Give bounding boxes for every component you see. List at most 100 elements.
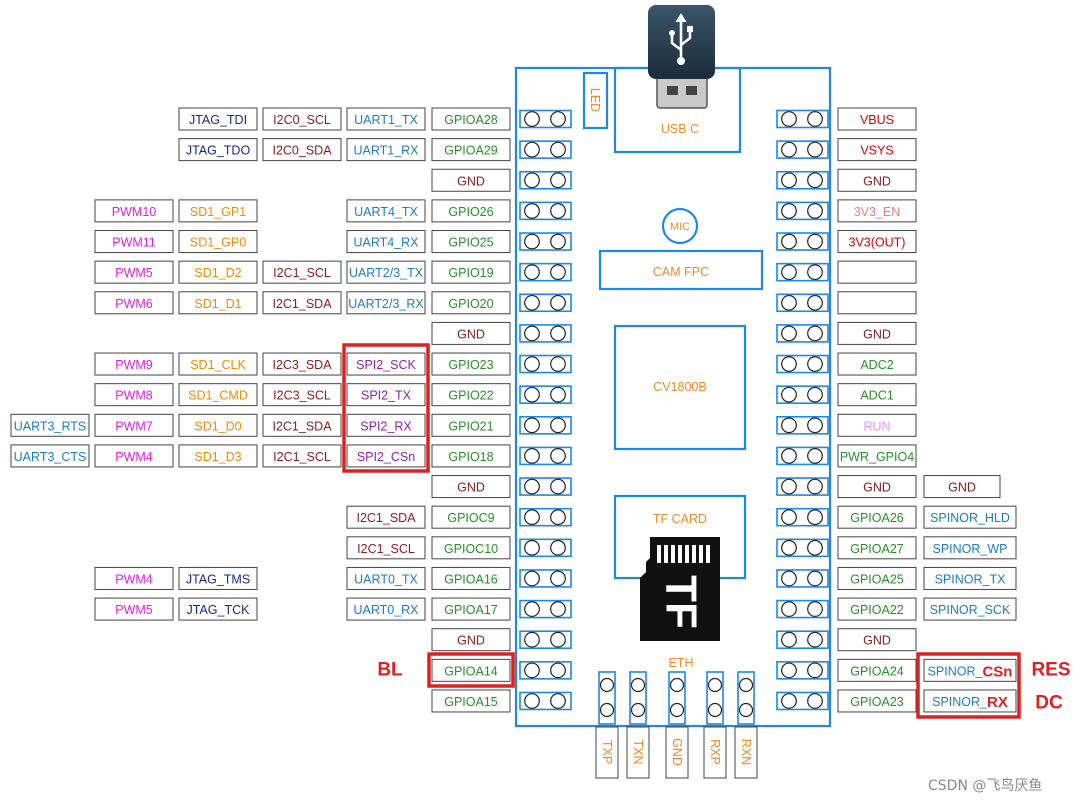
left-header-pin-pair [519, 507, 572, 527]
pin-label-box [262, 444, 342, 468]
pin-hole [550, 264, 566, 281]
pin-label-text: GPIOA25 [850, 572, 904, 586]
pin-pair-outline [519, 262, 572, 282]
eth-pin-rxn: RXN [734, 671, 758, 779]
pin-label-text: SD1_GP1 [190, 205, 246, 219]
pin-label-text: GPIO26 [448, 205, 493, 219]
left-pin-row: GPIOA14 [431, 658, 572, 682]
pin-hole [599, 702, 615, 718]
right-header-pin-pair [776, 661, 829, 680]
pin-label-box [262, 383, 342, 407]
pin-label-gpioa16: GPIOA16 [431, 566, 511, 590]
pin-label-box [431, 475, 511, 499]
pin-pair-outline [776, 477, 829, 496]
pin-label-gnd: GND [431, 628, 511, 652]
pin-hole [524, 662, 540, 679]
pin-pair-outline [776, 170, 829, 190]
pin-label-uart1-rx: UART1_RX [346, 138, 426, 162]
pin-hole [781, 570, 797, 587]
pin-label-box [178, 230, 258, 254]
pin-label-box [431, 689, 511, 713]
left-header-pin-pair [519, 415, 572, 435]
pin-label-jtag-tdi: JTAG_TDI [178, 107, 258, 131]
pin-hole [550, 356, 566, 372]
pin-label-box [94, 383, 174, 407]
pin-label-gnd: GND [431, 475, 511, 499]
right-header-pin-pair [776, 477, 829, 496]
pin-hole [781, 693, 797, 709]
pin-hole [807, 601, 823, 617]
pin-label-pwm7: PWM7 [94, 413, 174, 437]
pin-label-gpio20: GPIO20 [431, 291, 511, 315]
pin-label-text: PWM4 [115, 572, 153, 586]
right-header-pin-pair [776, 293, 829, 313]
pin-label-gpioa27: GPIOA27 [837, 536, 917, 560]
pin-label-gnd: GND [837, 475, 917, 499]
pin-hole [550, 417, 566, 434]
right-pin-row: GND [776, 628, 917, 652]
pin-label-gpioa28: GPIOA28 [431, 107, 511, 131]
left-header-pin-pair [519, 477, 572, 496]
pin-label-text: UART4_RX [353, 236, 419, 250]
pin-label-box [94, 230, 174, 254]
pin-hole [807, 325, 823, 342]
pin-label-text: UART2/3_TX [349, 266, 424, 280]
pin-label-sd1-d3: SD1_D3 [178, 444, 258, 468]
pin-label-gnd: GND [837, 168, 917, 192]
pin-label-box [837, 383, 917, 407]
pin-label-text: I2C1_SCL [273, 450, 331, 464]
left-header-pin-pair [519, 201, 572, 221]
tf-card-label: TF CARD [653, 512, 707, 526]
pin-label-box [346, 597, 426, 621]
pin-label-sd1-d2: SD1_D2 [178, 260, 258, 284]
pin-label-box [923, 566, 1017, 590]
pin-hole [550, 202, 566, 219]
left-pin-row: GND [431, 628, 572, 652]
pin-hole [550, 570, 566, 587]
pin-label-pwm5: PWM5 [94, 597, 174, 621]
pin-hole [807, 631, 823, 648]
pin-hole [550, 601, 566, 617]
pin-label-sd1-d0: SD1_D0 [178, 413, 258, 437]
pin-label-pwm5: PWM5 [94, 260, 174, 284]
pin-label-i2c0-sda: I2C0_SDA [262, 138, 342, 162]
pin-pair-outline [776, 354, 829, 374]
pin-label-box [923, 689, 1017, 713]
pin-label-gpioa26: GPIOA26 [837, 505, 917, 529]
pin-label-i2c1-sda: I2C1_SDA [262, 291, 342, 315]
pin-pair-outline [519, 293, 572, 313]
pin-label-box [431, 138, 511, 162]
pin-hole [781, 539, 797, 556]
pin-label-text: SPINOR_HLD [930, 511, 1010, 525]
chip-label: CV1800B [653, 380, 707, 394]
pin-pair-outline [776, 630, 829, 650]
right-pin-row: RUN [776, 413, 917, 437]
pin-label-box [923, 658, 1017, 682]
pin-hole [524, 294, 540, 311]
right-pin-row: 3V3(OUT) [776, 230, 917, 254]
pin-label-box [178, 444, 258, 468]
pin-label-pwm8: PWM8 [94, 383, 174, 407]
pin-hole [781, 233, 797, 250]
pin-label-box [837, 199, 917, 223]
pin-label-box [431, 107, 511, 131]
pin-label-text: PWM5 [115, 603, 153, 617]
pin-label-text: I2C0_SCL [273, 113, 331, 127]
pin-label-text: GPIOA17 [444, 603, 498, 617]
pin-pair-outline [776, 201, 829, 221]
eth-pin-txp: TXP [595, 671, 619, 779]
right-pin-row: GND [776, 321, 917, 345]
pin-label-box [94, 352, 174, 376]
left-header-pin-pair [519, 538, 572, 558]
pin-pair-outline [776, 140, 829, 159]
pin-label-text: GPIOA15 [444, 695, 498, 709]
pin-label-spi2-tx: SPI2_TX [346, 383, 426, 407]
pin-hole [807, 570, 823, 587]
pin-hole [781, 386, 797, 403]
pin-label-box [178, 291, 258, 315]
pin-label-text: PWM6 [115, 297, 153, 311]
pin-label-adc2: ADC2 [837, 352, 917, 376]
